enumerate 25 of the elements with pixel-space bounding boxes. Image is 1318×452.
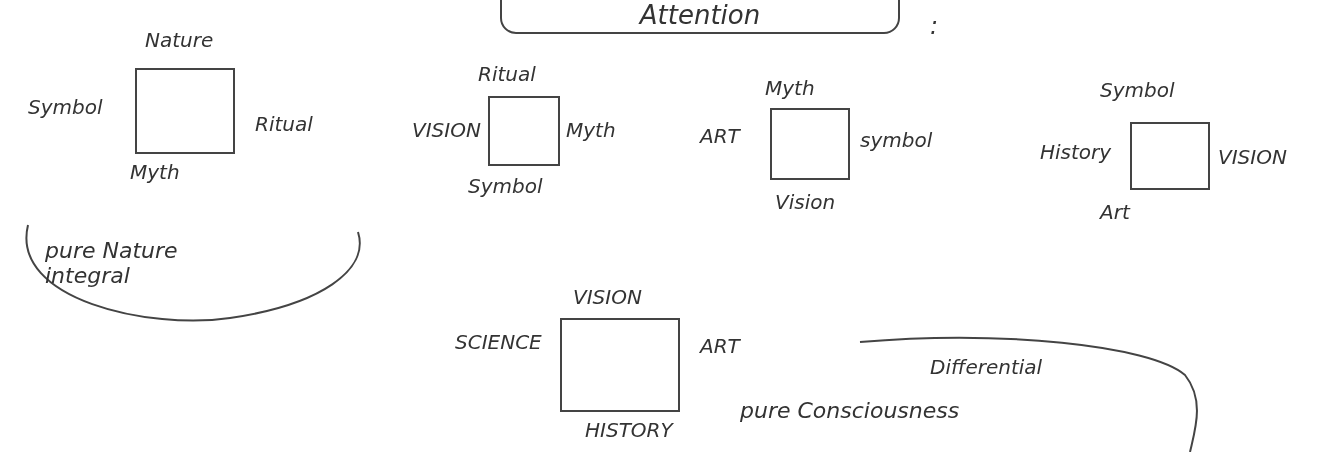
word-label: Symbol: [1100, 78, 1175, 102]
note-text: :: [930, 12, 939, 40]
word-label: ART: [700, 124, 740, 148]
word-label: Ritual: [255, 112, 313, 136]
word-label: Vision: [775, 190, 836, 214]
word-label: HISTORY: [585, 418, 673, 442]
word-label: History: [1040, 140, 1112, 164]
word-label: ART: [700, 334, 740, 358]
word-label: VISION: [573, 285, 642, 309]
word-label: Ritual: [478, 62, 536, 86]
word-label: Art: [1100, 200, 1130, 224]
note-text: pure Consciousness: [740, 398, 960, 423]
word-label: Symbol: [28, 95, 103, 119]
note-text: Differential: [930, 355, 1043, 379]
title-frame: Attention: [500, 0, 900, 34]
word-label: Nature: [145, 28, 214, 52]
word-label: Symbol: [468, 174, 543, 198]
word-label: Myth: [566, 118, 616, 142]
word-label: VISION: [412, 118, 481, 142]
word-label: VISION: [1218, 145, 1287, 169]
note-text: pure Nature integral: [45, 238, 179, 288]
word-label: SCIENCE: [455, 330, 542, 354]
word-label: Myth: [765, 76, 815, 100]
word-label: symbol: [860, 128, 933, 152]
word-label: Myth: [130, 160, 180, 184]
